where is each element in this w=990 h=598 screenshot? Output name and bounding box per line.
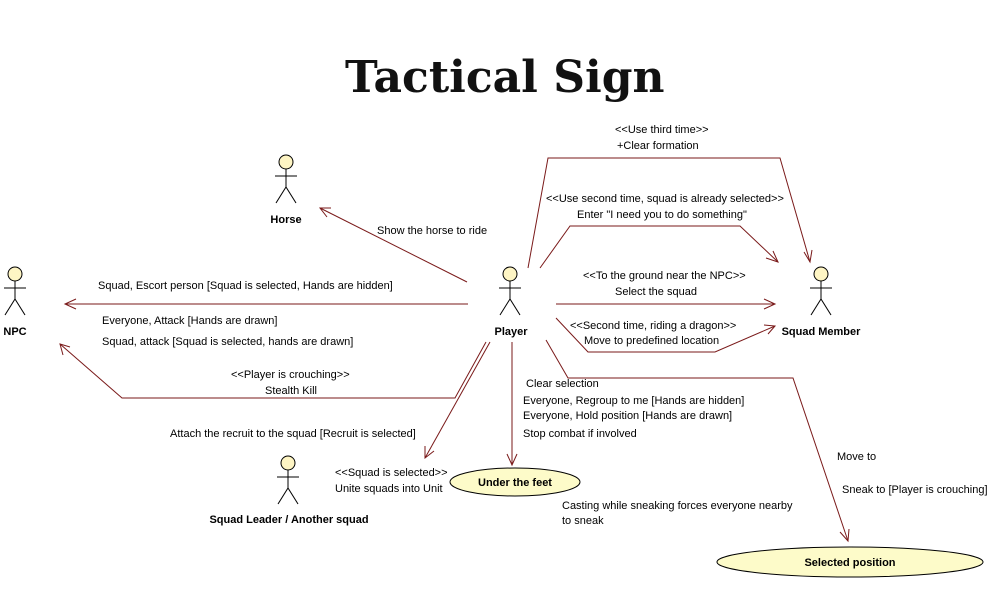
arrowhead [763, 324, 777, 335]
arrowhead [763, 298, 777, 310]
edge-label: <<Squad is selected>> [335, 467, 448, 479]
actor-label: Squad Member [782, 326, 862, 338]
edge-move-to[interactable] [545, 339, 849, 542]
actor-squad-member[interactable]: Squad Member [782, 266, 862, 338]
stick-figure-icon [4, 266, 26, 316]
edge-label: Everyone, Hold position [Hands are drawn… [523, 410, 732, 422]
stick-figure-icon [275, 154, 297, 204]
edge-label: Enter "I need you to do something" [577, 209, 747, 221]
edge-label: Sneak to [Player is crouching] [842, 484, 988, 496]
actor-npc[interactable]: NPC [3, 266, 27, 338]
edge-recruit[interactable] [424, 341, 491, 459]
actor-label: Squad Leader / Another squad [209, 514, 368, 526]
actor-squad-leader[interactable]: Squad Leader / Another squad [209, 455, 369, 526]
arrowhead [63, 298, 77, 310]
use-case-selected-position[interactable]: Selected position [716, 546, 984, 578]
edge-label: Attach the recruit to the squad [Recruit… [170, 428, 416, 440]
arrowhead [318, 207, 331, 218]
use-case-label: Under the feet [478, 477, 552, 489]
edge-label: <<Player is crouching>> [231, 369, 350, 381]
edge-label: Stealth Kill [265, 385, 317, 397]
use-case-label: Selected position [804, 557, 895, 569]
edge-label: Squad, attack [Squad is selected, hands … [102, 336, 353, 348]
edge-label: Unite squads into Unit [335, 483, 443, 495]
edge-label: Move to predefined location [584, 335, 719, 347]
edge-label: <<To the ground near the NPC>> [583, 270, 746, 282]
edge-stealth[interactable] [59, 341, 487, 399]
arrowhead [765, 250, 779, 263]
edge-label: Show the horse to ride [377, 225, 487, 237]
edge-label: Everyone, Regroup to me [Hands are hidde… [523, 395, 744, 407]
arrowhead [839, 528, 850, 543]
arrowhead [59, 343, 71, 356]
edge-third-time[interactable] [527, 157, 811, 269]
stick-figure-icon [810, 266, 832, 316]
edge-label: <<Use third time>> [615, 124, 709, 136]
stick-figure-icon [277, 455, 299, 505]
actor-player[interactable]: Player [494, 266, 528, 338]
edge-label: <<Second time, riding a dragon>> [570, 320, 736, 332]
diagram-title: Tactical Sign [345, 52, 664, 103]
use-case-under-feet[interactable]: Under the feet [449, 467, 581, 497]
edge-label: Clear selection [526, 378, 599, 390]
actor-label: Player [494, 326, 528, 338]
edge-label: Squad, Escort person [Squad is selected,… [98, 280, 393, 292]
edge-label: +Clear formation [617, 140, 699, 152]
edge-label: Move to [837, 451, 876, 463]
stick-figure-icon [499, 266, 521, 316]
edge-label: <<Use second time, squad is already sele… [546, 193, 784, 205]
arrowhead [803, 249, 813, 264]
edge-label: Select the squad [615, 286, 697, 298]
note-label: Casting while sneaking forces everyone n… [562, 500, 793, 512]
actor-label: Horse [270, 214, 301, 226]
edge-label: Stop combat if involved [523, 428, 637, 440]
arrowhead [506, 453, 518, 467]
edge-horse[interactable] [319, 207, 468, 283]
edge-second-time[interactable] [539, 225, 779, 269]
arrowhead [424, 446, 435, 460]
actor-horse[interactable]: Horse [270, 154, 302, 226]
edge-dragon[interactable] [555, 317, 776, 353]
note-label: to sneak [562, 515, 604, 527]
actor-label: NPC [3, 326, 26, 338]
edge-label: Everyone, Attack [Hands are drawn] [102, 315, 277, 327]
